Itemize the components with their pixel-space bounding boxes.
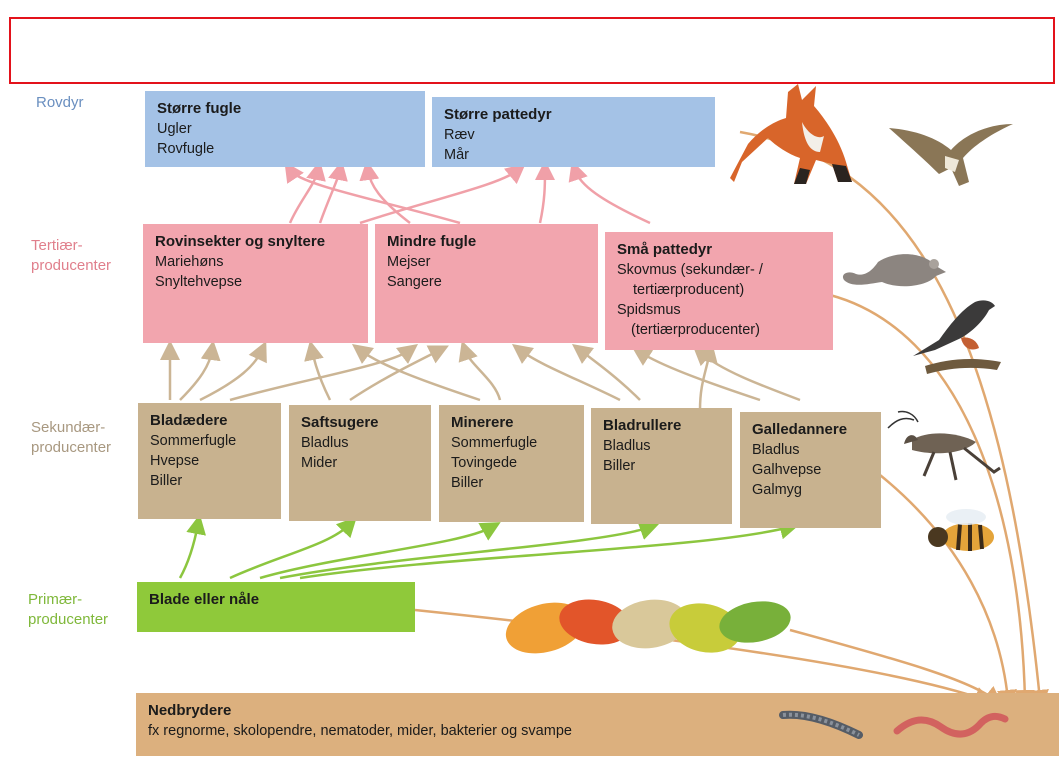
arrow (284, 161, 461, 225)
level-label-line: producenter (28, 611, 109, 628)
arrow (511, 344, 621, 402)
box-line: Bladlus (301, 435, 349, 451)
box-line: Rovfugle (157, 141, 215, 157)
box-title: Saftsugere (301, 414, 379, 431)
box-line: Bladlus (752, 442, 800, 458)
box-title: Galledannere (752, 421, 848, 438)
box-bladaedere: Bladædere Sommerfugle Hvepse Biller (138, 403, 281, 519)
box-line: Snyltehvepse (155, 274, 243, 290)
arrow (178, 514, 206, 579)
arrow (279, 520, 660, 580)
box-line: Sommerfugle (451, 435, 538, 451)
millipede-icon (779, 710, 863, 739)
level-label-primaer: Primær- producenter (28, 590, 108, 630)
box-rovinsekter: Rovinsekter og snyltere Mariehøns Snylte… (143, 224, 368, 343)
box-title: Minerere (451, 414, 514, 431)
arrow (572, 343, 641, 401)
box-line: (tertiærproducenter) (631, 322, 760, 338)
box-storre-fugle: Større fugle Ugler Rovfugle (145, 91, 425, 167)
level-label-line: producenter (31, 439, 112, 456)
arrow (318, 160, 348, 224)
box-line: fx regnorme, skolopendre, nematoder, mid… (148, 723, 572, 739)
level-label-line: Tertiær- (31, 237, 83, 254)
box-galledannere: Galledannere Bladlus Galhvepse Galmyg (740, 412, 881, 528)
box-title: Mindre fugle (387, 233, 477, 250)
arrow (179, 340, 221, 401)
box-bladrullere: Bladrullere Bladlus Biller (591, 408, 732, 524)
box-sma-pattedyr: Små pattedyr Skovmus (sekundær- / tertiæ… (605, 232, 833, 350)
box-blade: Blade eller nåle (137, 582, 415, 632)
level-label-line: Primær- (28, 591, 83, 608)
box-line: Galmyg (752, 482, 802, 498)
level-label-sekundaer: Sekundær- producenter (31, 418, 111, 458)
box-line: Mejser (387, 254, 431, 270)
box-title: Små pattedyr (617, 241, 713, 258)
worm-icon (893, 712, 1009, 738)
arrow (349, 345, 449, 402)
box-line: Sommerfugle (150, 433, 237, 449)
box-line: Mider (301, 455, 338, 471)
arrow (351, 344, 481, 402)
box-line: Galhvepse (752, 462, 822, 478)
box-title: Bladrullere (603, 417, 682, 434)
arrow (359, 163, 526, 225)
cricket-icon (887, 410, 1001, 481)
arrow (304, 340, 332, 401)
arrow (229, 344, 419, 402)
level-label-rovdyr: Rovdyr (36, 94, 84, 111)
box-line: Biller (150, 473, 183, 489)
bee-icon (928, 509, 994, 551)
box-storre-pattedyr: Større pattedyr Ræv Mår (432, 97, 715, 167)
arrow (299, 519, 800, 580)
box-line: tertiærproducent) (633, 282, 745, 298)
box-minerere: Minerere Sommerfugle Tovingede Biller (439, 405, 584, 522)
arrow (789, 628, 1003, 707)
hawk-icon (889, 124, 1013, 186)
box-line: Spidsmus (617, 302, 681, 318)
box-line: Sangere (387, 274, 442, 290)
box-line: Biller (451, 475, 484, 491)
arrow (288, 160, 326, 224)
level-label-line: producenter (31, 257, 112, 274)
box-line: Tovingede (451, 455, 518, 471)
box-title: Blade eller nåle (149, 591, 260, 608)
arrow (568, 160, 651, 225)
arrow (229, 516, 357, 580)
annotation-box (9, 17, 1055, 84)
arrow (829, 293, 1035, 710)
box-title: Nedbrydere (148, 702, 232, 719)
box-title: Bladædere (150, 412, 228, 429)
box-line: Skovmus (sekundær- / (617, 262, 763, 278)
bird-icon (913, 300, 1001, 374)
box-line: Hvepse (150, 453, 200, 469)
box-mindre-fugle: Mindre fugle Mejser Sangere (375, 224, 598, 343)
level-label-tertiaer: Tertiær- producenter (31, 236, 111, 276)
leaves-icon (505, 599, 791, 654)
box-line: Ræv (444, 127, 475, 143)
fox-icon (730, 84, 852, 184)
arrow (199, 340, 267, 402)
box-title: Større pattedyr (444, 106, 552, 123)
box-line: Biller (603, 458, 636, 474)
arrow (692, 345, 801, 402)
arrow (534, 160, 555, 224)
arrow (259, 522, 501, 580)
box-saftsugere: Saftsugere Bladlus Mider (289, 405, 431, 521)
box-line: Ugler (157, 121, 192, 137)
level-label-line: Sekundær- (31, 419, 106, 436)
arrow (631, 346, 761, 402)
arrow (879, 474, 1017, 710)
box-line: Mariehøns (155, 254, 224, 270)
box-line: Mår (444, 147, 469, 163)
box-title: Rovinsekter og snyltere (155, 233, 326, 250)
box-title: Større fugle (157, 100, 242, 117)
arrow (458, 340, 502, 401)
arrow (698, 342, 718, 411)
mouse-icon (842, 254, 946, 287)
arrow (359, 160, 411, 224)
box-line: Bladlus (603, 438, 651, 454)
